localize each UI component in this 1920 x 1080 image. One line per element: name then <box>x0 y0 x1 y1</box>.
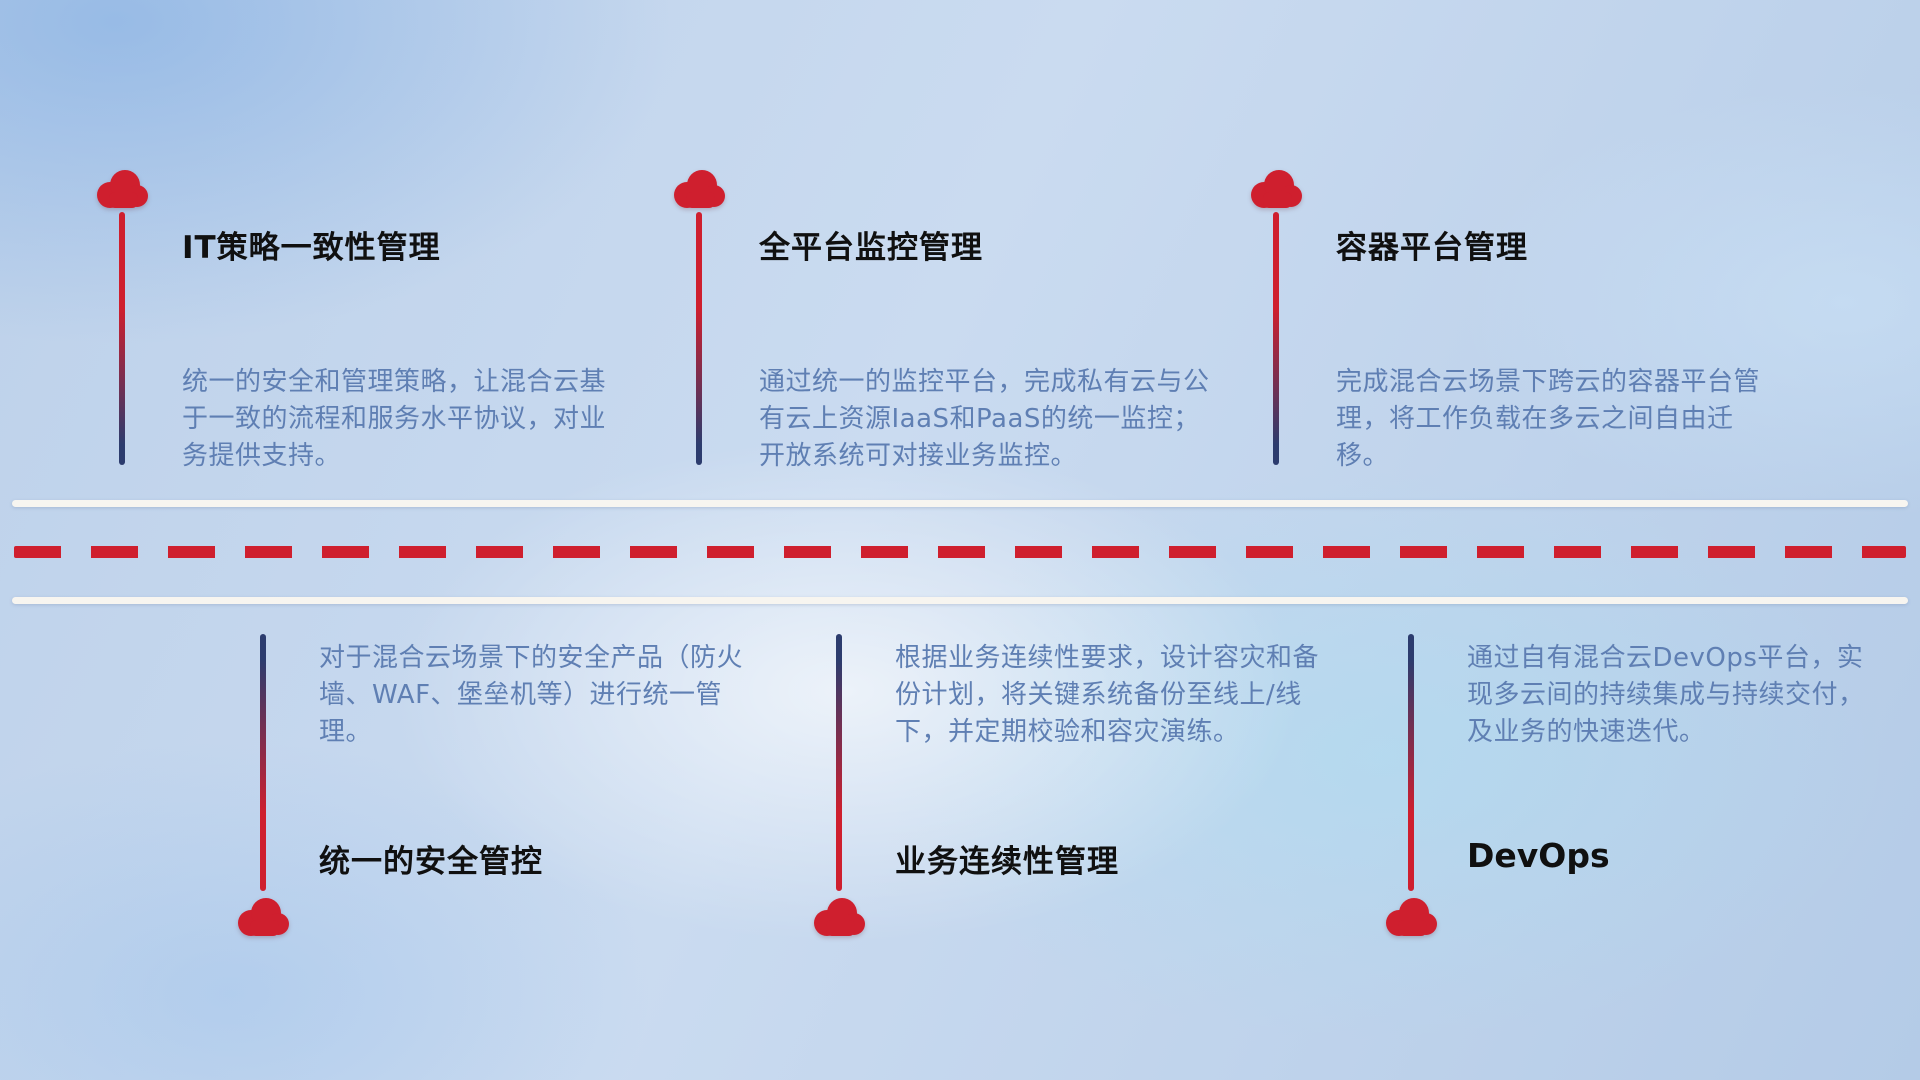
cloud-icon <box>1248 168 1306 210</box>
cloud-icon <box>671 168 729 210</box>
road-top-line <box>12 500 1908 507</box>
timeline-connector <box>1273 212 1279 465</box>
feature-title: 业务连续性管理 <box>895 844 1119 880</box>
timeline-connector <box>1408 634 1414 891</box>
feature-description: 对于混合云场景下的安全产品（防火墙、WAF、堡垒机等）进行统一管理。 <box>319 643 744 747</box>
feature-title: 全平台监控管理 <box>759 230 983 266</box>
feature-title: IT策略一致性管理 <box>182 230 441 266</box>
cloud-icon <box>94 168 152 210</box>
cloud-icon <box>235 896 293 938</box>
feature-description: 通过自有混合云DevOps平台，实现多云间的持续集成与持续交付，及业务的快速迭代… <box>1467 643 1865 747</box>
feature-title: 容器平台管理 <box>1336 230 1528 266</box>
feature-description: 根据业务连续性要求，设计容灾和备份计划，将关键系统备份至线上/线下，并定期校验和… <box>895 643 1320 747</box>
road-bottom-line <box>12 597 1908 604</box>
cloud-icon <box>811 896 869 938</box>
feature-description: 统一的安全和管理策略，让混合云基于一致的流程和服务水平协议，对业务提供支持。 <box>182 367 607 471</box>
timeline-connector <box>119 212 125 465</box>
timeline-connector <box>696 212 702 465</box>
feature-title: DevOps <box>1467 836 1610 875</box>
timeline-connector <box>836 634 842 891</box>
cloud-icon <box>1383 896 1441 938</box>
feature-title: 统一的安全管控 <box>319 844 543 880</box>
feature-description: 通过统一的监控平台，完成私有云与公有云上资源IaaS和PaaS的统一监控；开放系… <box>759 367 1210 471</box>
feature-description: 完成混合云场景下跨云的容器平台管理，将工作负载在多云之间自由迁移。 <box>1336 367 1761 471</box>
road-center-dashed-line <box>14 546 1906 558</box>
timeline-connector <box>260 634 266 891</box>
